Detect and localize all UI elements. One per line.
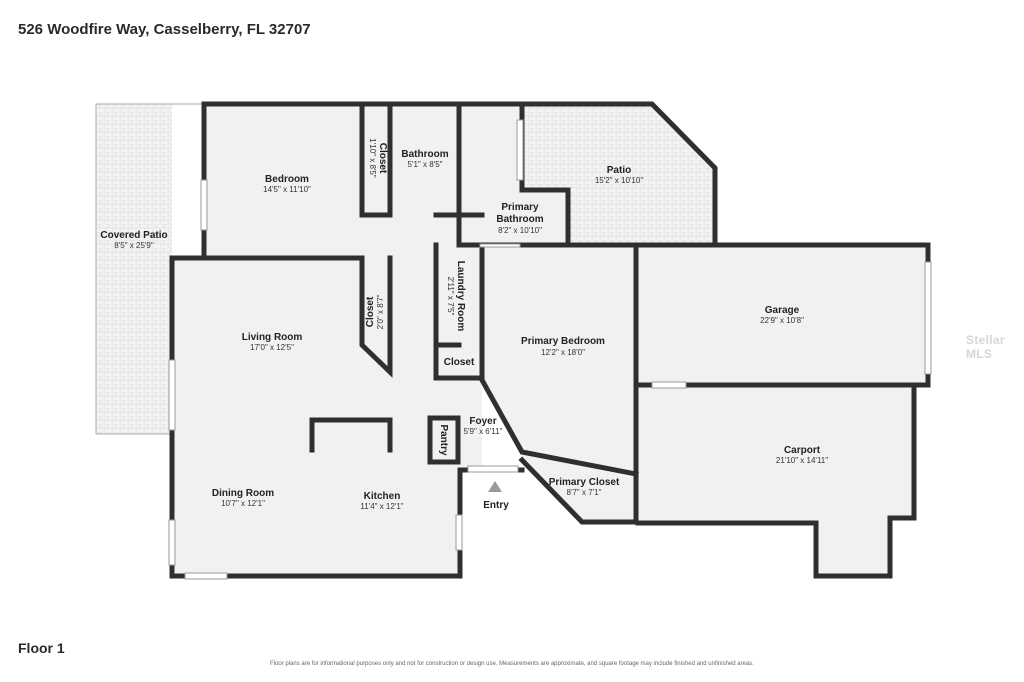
label-primary-closet: Primary Closet <box>549 477 620 488</box>
dims-primary-bathroom: 8'2" x 10'10" <box>498 226 542 235</box>
dims-bathroom: 5'1" x 8'5" <box>408 160 443 169</box>
dims-primary-bedroom: 12'2" x 18'0" <box>541 348 585 357</box>
dims-living-room: 17'0" x 12'5" <box>250 343 294 352</box>
label-foyer: Foyer <box>469 416 496 427</box>
label-bedroom: Bedroom <box>265 174 309 185</box>
label-closet-hall: Closet <box>365 296 376 327</box>
property-address: 526 Woodfire Way, Casselberry, FL 32707 <box>18 21 311 38</box>
label-carport: Carport <box>784 445 821 456</box>
label-primary-bedroom: Primary Bedroom <box>521 336 605 347</box>
dims-dining-room: 10'7" x 12'1" <box>221 499 265 508</box>
label-kitchen: Kitchen <box>364 491 401 502</box>
dims-laundry-room: 2'11" x 7'5" <box>446 277 455 316</box>
label-living-room: Living Room <box>242 332 303 343</box>
label-entry: Entry <box>483 500 509 511</box>
label-garage: Garage <box>765 305 800 316</box>
dims-foyer: 5'9" x 6'11" <box>464 427 503 436</box>
label-primary-bathroom-line1: Primary <box>501 202 539 213</box>
label-closet-small: Closet <box>444 357 475 368</box>
label-bathroom: Bathroom <box>401 149 448 160</box>
dims-carport: 21'10" x 14'11" <box>776 456 828 465</box>
label-pantry: Pantry <box>438 424 449 456</box>
dims-closet-hall: 2'0" x 8'7" <box>376 294 385 329</box>
label-laundry-room: Laundry Room <box>455 261 466 332</box>
dims-kitchen: 11'4" x 12'1" <box>360 502 403 511</box>
dims-covered-patio: 8'5" x 25'9" <box>114 241 154 250</box>
floor-label: Floor 1 <box>18 640 65 656</box>
label-closet-top: Closet <box>377 143 388 174</box>
label-primary-bathroom-line2: Bathroom <box>496 214 543 225</box>
label-patio: Patio <box>607 165 631 176</box>
label-dining-room: Dining Room <box>212 488 274 499</box>
dims-garage: 22'9" x 10'8" <box>760 316 804 325</box>
dims-primary-closet: 8'7" x 7'1" <box>567 488 602 497</box>
entry-arrow-icon <box>488 481 502 492</box>
mls-watermark: Stellar MLS <box>966 333 1005 361</box>
covered-patio-area <box>96 104 172 434</box>
dims-closet-top: 1'10" x 8'5" <box>368 138 377 178</box>
label-covered-patio: Covered Patio <box>100 230 167 241</box>
disclaimer-text: Floor plans are for informational purpos… <box>270 661 754 667</box>
dims-patio: 15'2" x 10'10" <box>595 176 643 185</box>
dims-bedroom: 14'5" x 11'10" <box>263 185 311 194</box>
